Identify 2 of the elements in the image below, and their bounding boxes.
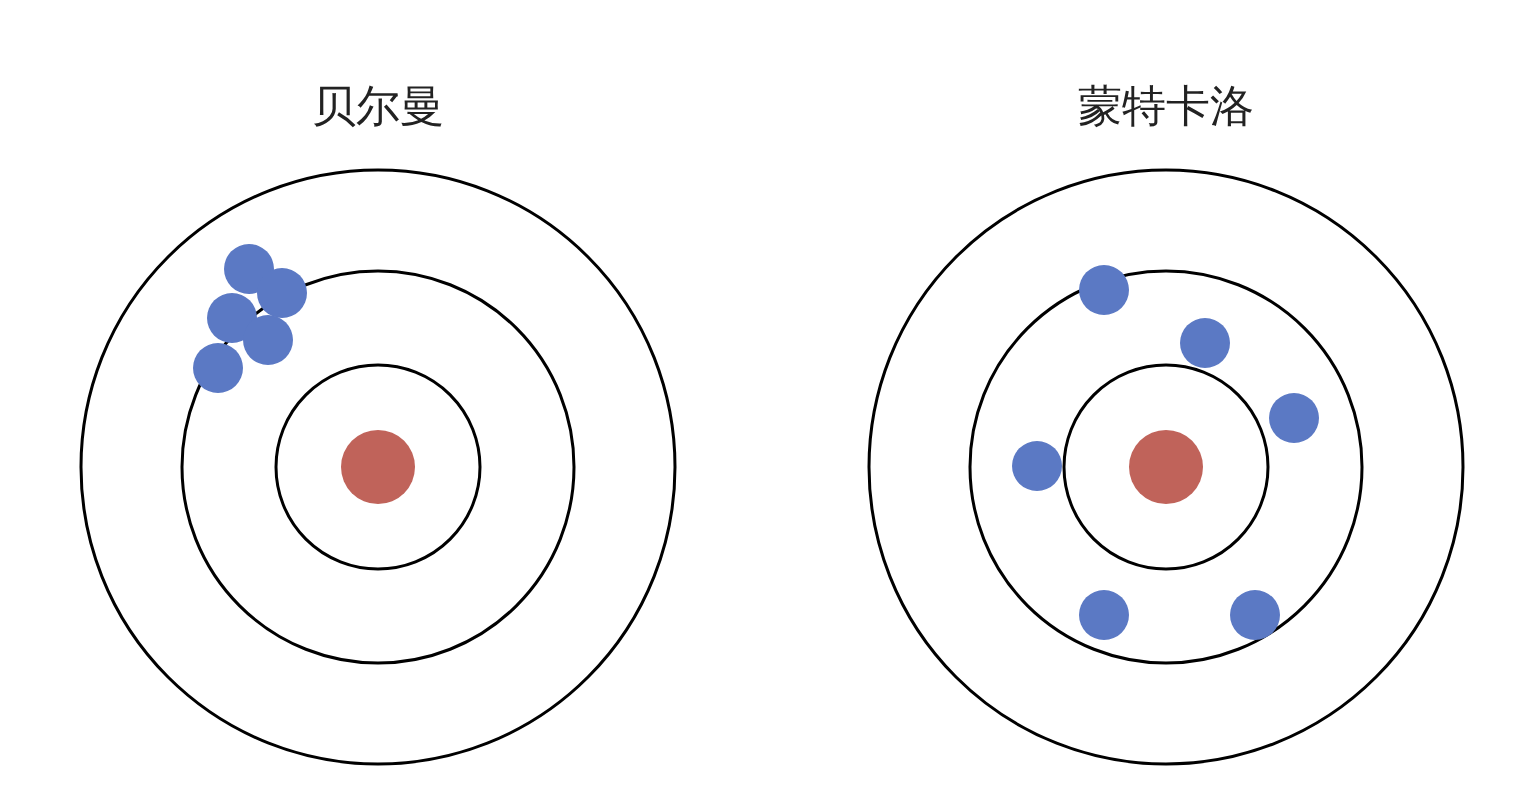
panel-title: 贝尔曼 (311, 84, 445, 128)
panel-title: 蒙特卡洛 (1077, 84, 1255, 128)
